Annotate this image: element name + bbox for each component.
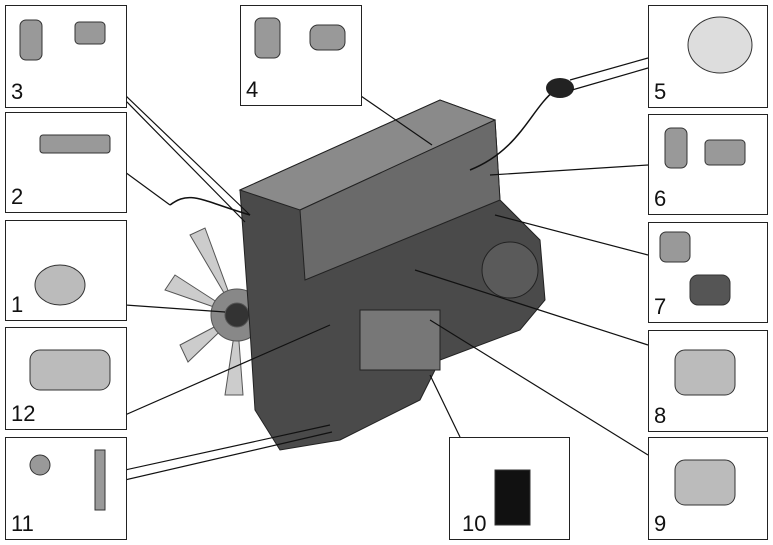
sensor-icon: [74, 21, 106, 45]
callout-box-2: 2: [5, 112, 127, 213]
sensor-icon: [309, 24, 346, 51]
connector-icon: [19, 19, 43, 61]
temperature-probe-icon: [39, 134, 111, 154]
connector-icon: [689, 274, 731, 306]
pressure-switch-icon: [687, 16, 753, 74]
leader-lines: [124, 57, 649, 481]
engine-block: [169, 78, 574, 451]
oil-level-tube-icon: [94, 449, 106, 511]
speed-sensor-icon: [659, 231, 691, 263]
pressure-sensor-icon: [674, 459, 736, 506]
callout-box-11: 11: [5, 437, 127, 540]
connector-icon: [664, 127, 688, 169]
level-sensor-icon: [494, 469, 531, 526]
pressure-sensor-icon: [674, 349, 736, 396]
sensor-ring-icon: [34, 264, 86, 306]
pressure-sensor-icon: [29, 349, 111, 391]
connector-icon: [254, 17, 281, 59]
oil-level-sensor-icon: [29, 454, 51, 476]
sensor-icon: [704, 139, 746, 166]
